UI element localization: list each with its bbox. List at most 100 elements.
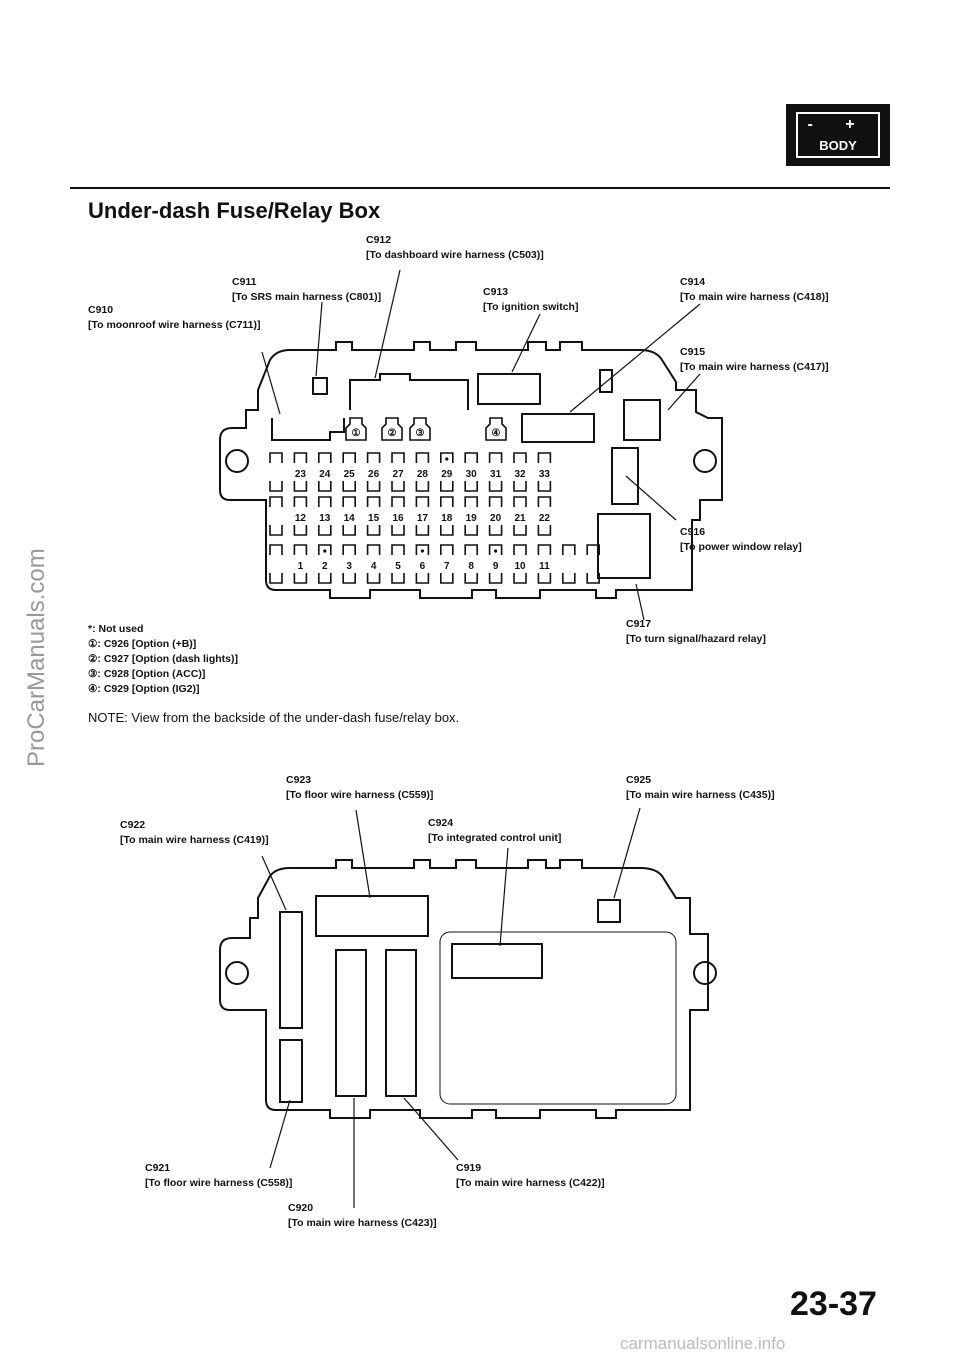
c923-connector	[315, 895, 429, 937]
leader-lines-top	[261, 269, 701, 621]
c914-connector	[521, 413, 595, 443]
fuse-number-13: 13	[319, 513, 331, 524]
c921-connector	[279, 1039, 303, 1103]
fuse-slot-top	[562, 544, 576, 555]
fuse-slot-top	[318, 544, 332, 555]
fuse-slot-bottom	[366, 573, 381, 584]
mount-hole-right-bottom	[693, 961, 717, 985]
fuse-slot-top	[366, 496, 381, 507]
fuse-slot-bottom	[293, 481, 308, 492]
fuse-slot-bottom	[293, 573, 308, 584]
fuse-slot-top	[537, 452, 552, 463]
c922-connector	[279, 911, 303, 1029]
c917-relay	[597, 513, 651, 579]
fuse-slot-top	[269, 544, 283, 555]
fuse-slot-top	[488, 452, 503, 463]
label-c917: C917[To turn signal/hazard relay]	[626, 618, 766, 645]
label-c912: C912[To dashboard wire harness (C503)]	[366, 234, 544, 261]
fuse-number-20: 20	[490, 513, 502, 524]
fuse-slot-top	[537, 544, 552, 555]
fuse-slot-bottom	[293, 525, 308, 536]
mount-hole-left	[225, 449, 249, 473]
fuse-slot-top	[366, 452, 381, 463]
fuse-slot-top	[464, 544, 478, 555]
fuse-slot-top	[391, 496, 405, 507]
fuse-slot-bottom	[464, 525, 478, 536]
fuse-number-30: 30	[466, 469, 478, 480]
fuse-number-17: 17	[417, 513, 429, 524]
c915b-connector	[623, 399, 661, 441]
fuse-slot-bottom	[513, 573, 527, 584]
not-used-marker	[323, 549, 327, 553]
label-c910: C910[To moonroof wire harness (C711)]	[88, 304, 261, 331]
fuse-slot-bottom	[537, 525, 552, 536]
option-socket	[409, 417, 431, 441]
option-socket-number: ①	[352, 428, 361, 439]
fuse-number-27: 27	[392, 469, 404, 480]
label-c914: C914[To main wire harness (C418)]	[680, 276, 829, 303]
fuse-slot-top	[342, 452, 356, 463]
fuse-slot-bottom	[464, 481, 478, 492]
fuse-slot-bottom	[318, 481, 332, 492]
label-c915: C915[To main wire harness (C417)]	[680, 346, 829, 373]
fuse-slot-bottom	[269, 525, 283, 536]
legend-item: ②: C927 [Option (dash lights)]	[88, 653, 238, 665]
fuse-slot-top	[391, 452, 405, 463]
fuse-number-25: 25	[344, 469, 356, 480]
badge-label: BODY	[819, 138, 857, 153]
fuse-number-12: 12	[295, 513, 307, 524]
fuse-number-8: 8	[468, 561, 474, 572]
fuse-slot-top	[415, 452, 430, 463]
relay-area	[439, 931, 677, 1105]
fuse-slot-bottom	[513, 481, 527, 492]
watermark-bottom: carmanualsonline.info	[620, 1334, 786, 1353]
fuse-slot-bottom	[513, 525, 527, 536]
fuse-slot-top	[513, 496, 527, 507]
page-title: Under-dash Fuse/Relay Box	[88, 198, 381, 223]
label-c919: C919[To main wire harness (C422)]	[456, 1162, 605, 1189]
fuse-number-32: 32	[514, 469, 526, 480]
fuse-number-1: 1	[298, 561, 304, 572]
option-socket-number: ③	[416, 428, 425, 439]
label-c922: C922[To main wire harness (C419)]	[120, 819, 269, 846]
fuse-slot-bottom	[318, 573, 332, 584]
fuse-slot-bottom	[269, 481, 283, 492]
fuse-slot-bottom	[391, 525, 405, 536]
battery-terminals: - +	[807, 116, 869, 133]
legend-item: ③: C928 [Option (ACC)]	[88, 668, 206, 680]
battery-icon: - + BODY	[796, 112, 880, 158]
label-c921: C921[To floor wire harness (C558)]	[145, 1162, 293, 1189]
fuse-number-24: 24	[319, 469, 331, 480]
label-c916: C916[To power window relay]	[680, 526, 802, 553]
mount-hole-right	[693, 449, 717, 473]
fuse-number-31: 31	[490, 469, 502, 480]
option-socket	[485, 417, 507, 441]
leader-lines-bottom	[261, 807, 641, 1208]
fuse-number-26: 26	[368, 469, 380, 480]
fuse-number-6: 6	[420, 561, 426, 572]
label-c920: C920[To main wire harness (C423)]	[288, 1202, 437, 1229]
option-socket	[345, 417, 367, 441]
label-c925: C925[To main wire harness (C435)]	[626, 774, 775, 801]
fuse-slot-top	[391, 544, 405, 555]
fuse-slot-top	[440, 544, 454, 555]
not-used-marker	[445, 457, 449, 461]
fuse-slot-bottom	[488, 573, 503, 584]
c924-connector	[451, 943, 543, 979]
fuse-slot-top	[488, 544, 503, 555]
legend-item: ①: C926 [Option (+B)]	[88, 638, 197, 650]
fuse-number-3: 3	[346, 561, 352, 572]
fuse-number-28: 28	[417, 469, 429, 480]
fuse-slot-top	[586, 544, 600, 555]
fuse-slot-bottom	[537, 481, 552, 492]
fuse-slot-top	[342, 496, 356, 507]
fuse-slot-top	[366, 544, 381, 555]
fuse-slot-bottom	[415, 573, 430, 584]
fuse-slot-bottom	[269, 573, 283, 584]
fuse-slot-top	[293, 452, 308, 463]
not-used-marker	[420, 549, 424, 553]
fuse-slot-top	[269, 452, 283, 463]
fuse-slot-top	[318, 452, 332, 463]
bottom-box-outline	[219, 859, 709, 1119]
